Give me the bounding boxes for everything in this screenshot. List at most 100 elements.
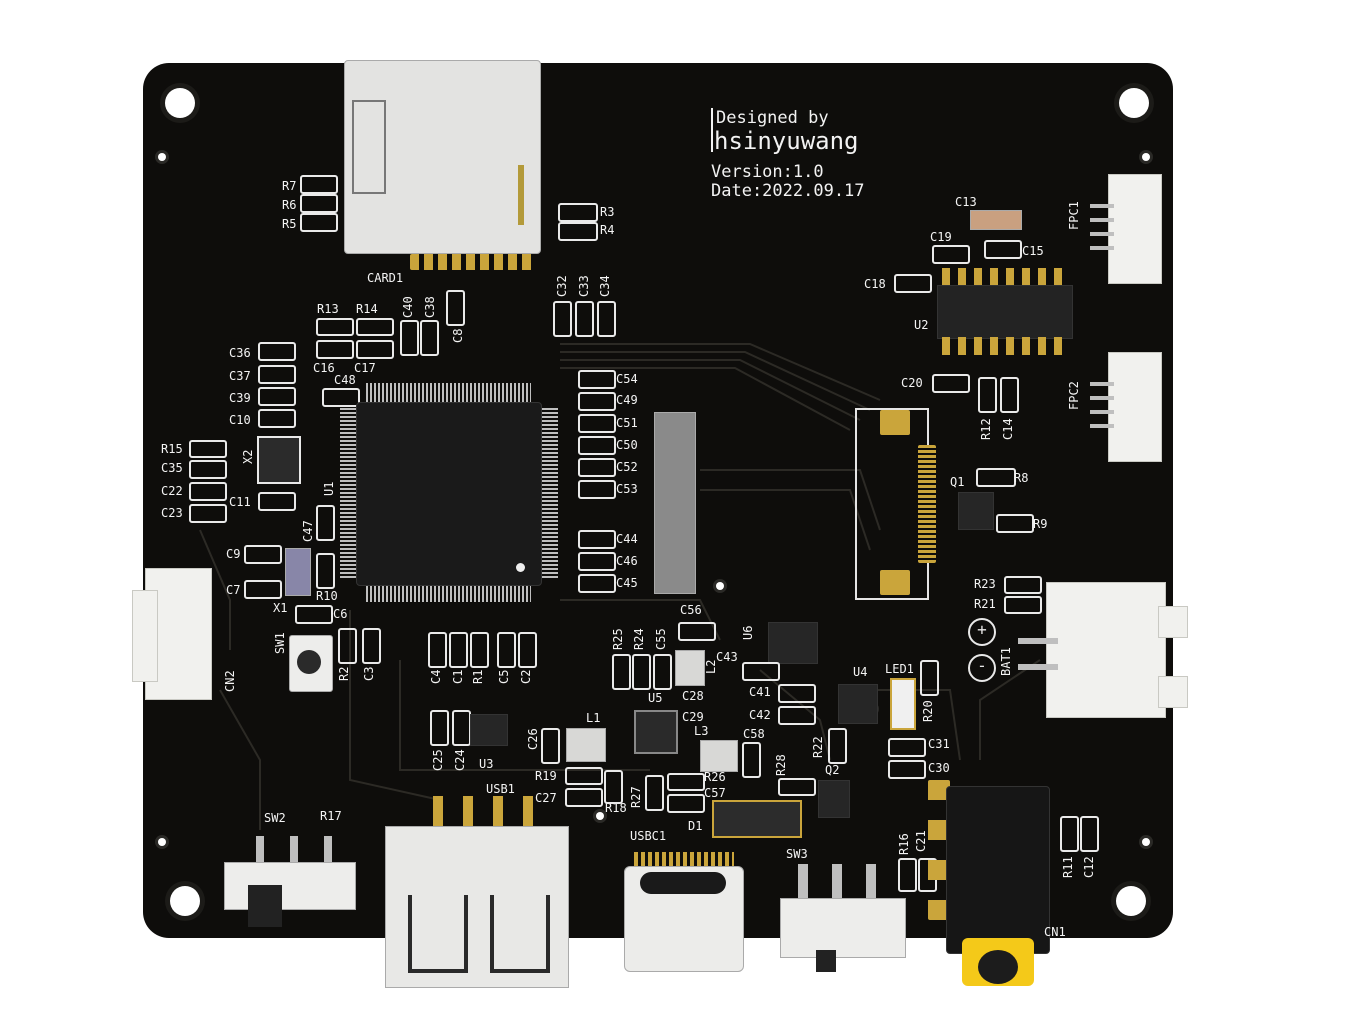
label-c15: C15 (1022, 244, 1044, 258)
capacitor-c5 (497, 632, 516, 668)
connector-bat1-latch (1158, 606, 1188, 638)
connector-fpc2 (1108, 352, 1162, 462)
button-sw1-cap[interactable] (297, 650, 321, 674)
sd-card-pins (410, 254, 535, 270)
connector-fpc2-pins (1090, 378, 1114, 428)
connector-bat1-pins (1018, 626, 1058, 670)
label-r11: R11 (1061, 856, 1075, 878)
label-c17: C17 (354, 361, 376, 375)
label-c6: C6 (333, 607, 348, 621)
designer-name-text: hsinyuwang (714, 127, 859, 155)
slide-switch-sw2-knob[interactable] (248, 885, 282, 927)
mcu-pins-left (340, 408, 360, 578)
resistor-r11 (1060, 816, 1079, 852)
label-c45: C45 (616, 576, 638, 590)
cn1-pads (928, 780, 950, 920)
usbc1-opening (640, 872, 726, 894)
label-l1: L1 (586, 711, 601, 725)
version-text: Version:1.0 (711, 162, 824, 182)
capacitor-c30 (888, 760, 926, 779)
label-c11: C11 (229, 495, 251, 509)
label-sw2: SW2 (264, 811, 286, 825)
capacitor-c36 (258, 342, 296, 361)
capacitor-c34 (597, 301, 616, 337)
resistor-r22 (828, 728, 847, 764)
diode-d1 (712, 800, 802, 838)
capacitor-c8 (446, 290, 465, 326)
label-r3: R3 (600, 205, 615, 219)
label-c9: C9 (226, 547, 241, 561)
label-c57: C57 (704, 786, 726, 800)
mcu-pins-right (538, 408, 558, 578)
capacitor-c14 (1000, 377, 1019, 413)
label-sw3: SW3 (786, 847, 808, 861)
label-c22: C22 (161, 484, 183, 498)
transistor-q1 (958, 492, 994, 530)
label-c33: C33 (577, 275, 591, 297)
sd-card-slot-latch (352, 100, 386, 194)
fpc-connector-center-pins (918, 445, 936, 563)
label-r1: R1 (471, 669, 485, 684)
capacitor-c40 (400, 320, 419, 356)
label-cn2: CN2 (223, 670, 237, 692)
label-x1: X1 (273, 601, 288, 615)
capacitor-c35 (189, 460, 227, 479)
capacitor-c58 (742, 742, 761, 778)
label-fpc2: FPC2 (1067, 381, 1081, 410)
label-c12: C12 (1082, 856, 1096, 878)
capacitor-c26 (541, 728, 560, 764)
label-usb1: USB1 (486, 782, 515, 796)
slide-switch-sw2[interactable] (224, 862, 356, 910)
label-c48: C48 (334, 373, 356, 387)
label-c43: C43 (716, 650, 738, 664)
label-r23: R23 (974, 577, 996, 591)
usbc1-pins (634, 852, 734, 866)
label-c26: C26 (526, 728, 540, 750)
label-c24: C24 (453, 749, 467, 771)
label-l3: L3 (694, 724, 709, 738)
capacitor-c24 (452, 710, 471, 746)
resistor-r26 (667, 773, 705, 791)
label-r21: R21 (974, 597, 996, 611)
label-c25: C25 (431, 749, 445, 771)
resistor-r28 (778, 778, 816, 796)
capacitor-c16 (316, 340, 354, 359)
label-c54: C54 (616, 372, 638, 386)
label-c46: C46 (616, 554, 638, 568)
audio-jack-cn1[interactable] (946, 786, 1050, 954)
label-u1: U1 (322, 481, 336, 496)
capacitor-c15 (984, 240, 1022, 259)
label-c28: C28 (682, 689, 704, 703)
label-c16: C16 (313, 361, 335, 375)
label-r6: R6 (282, 198, 297, 212)
label-c39: C39 (229, 391, 251, 405)
capacitor-c2 (518, 632, 537, 668)
inductor-l2 (675, 650, 705, 686)
capacitor-c44 (578, 530, 616, 549)
capacitor-c25 (430, 710, 449, 746)
capacitor-c38 (420, 320, 439, 356)
usb-a-port-usb1[interactable] (385, 826, 569, 988)
resistor-r18 (604, 770, 623, 804)
label-c5: C5 (497, 669, 511, 684)
ic-u4 (838, 684, 878, 724)
resistor-r16 (898, 858, 917, 892)
fpc-connector-center-tab-bottom (880, 570, 910, 595)
label-c41: C41 (749, 685, 771, 699)
capacitor-c43 (742, 662, 780, 681)
fpc-connector-center-tab-top (880, 410, 910, 435)
transistor-q2 (818, 780, 850, 818)
capacitor-c20 (932, 374, 970, 393)
label-bat1: BAT1 (999, 647, 1013, 676)
via (716, 582, 724, 590)
capacitor-c50 (578, 436, 616, 455)
resistor-r4 (558, 222, 598, 241)
slide-switch-sw3[interactable] (780, 898, 906, 958)
slide-switch-sw3-knob[interactable] (816, 950, 836, 972)
label-c50: C50 (616, 438, 638, 452)
mcu-pin1-dot (516, 563, 525, 572)
resistor-r14 (356, 318, 394, 336)
connector-fpc1-pins (1090, 200, 1114, 250)
label-r17: R17 (320, 809, 342, 823)
